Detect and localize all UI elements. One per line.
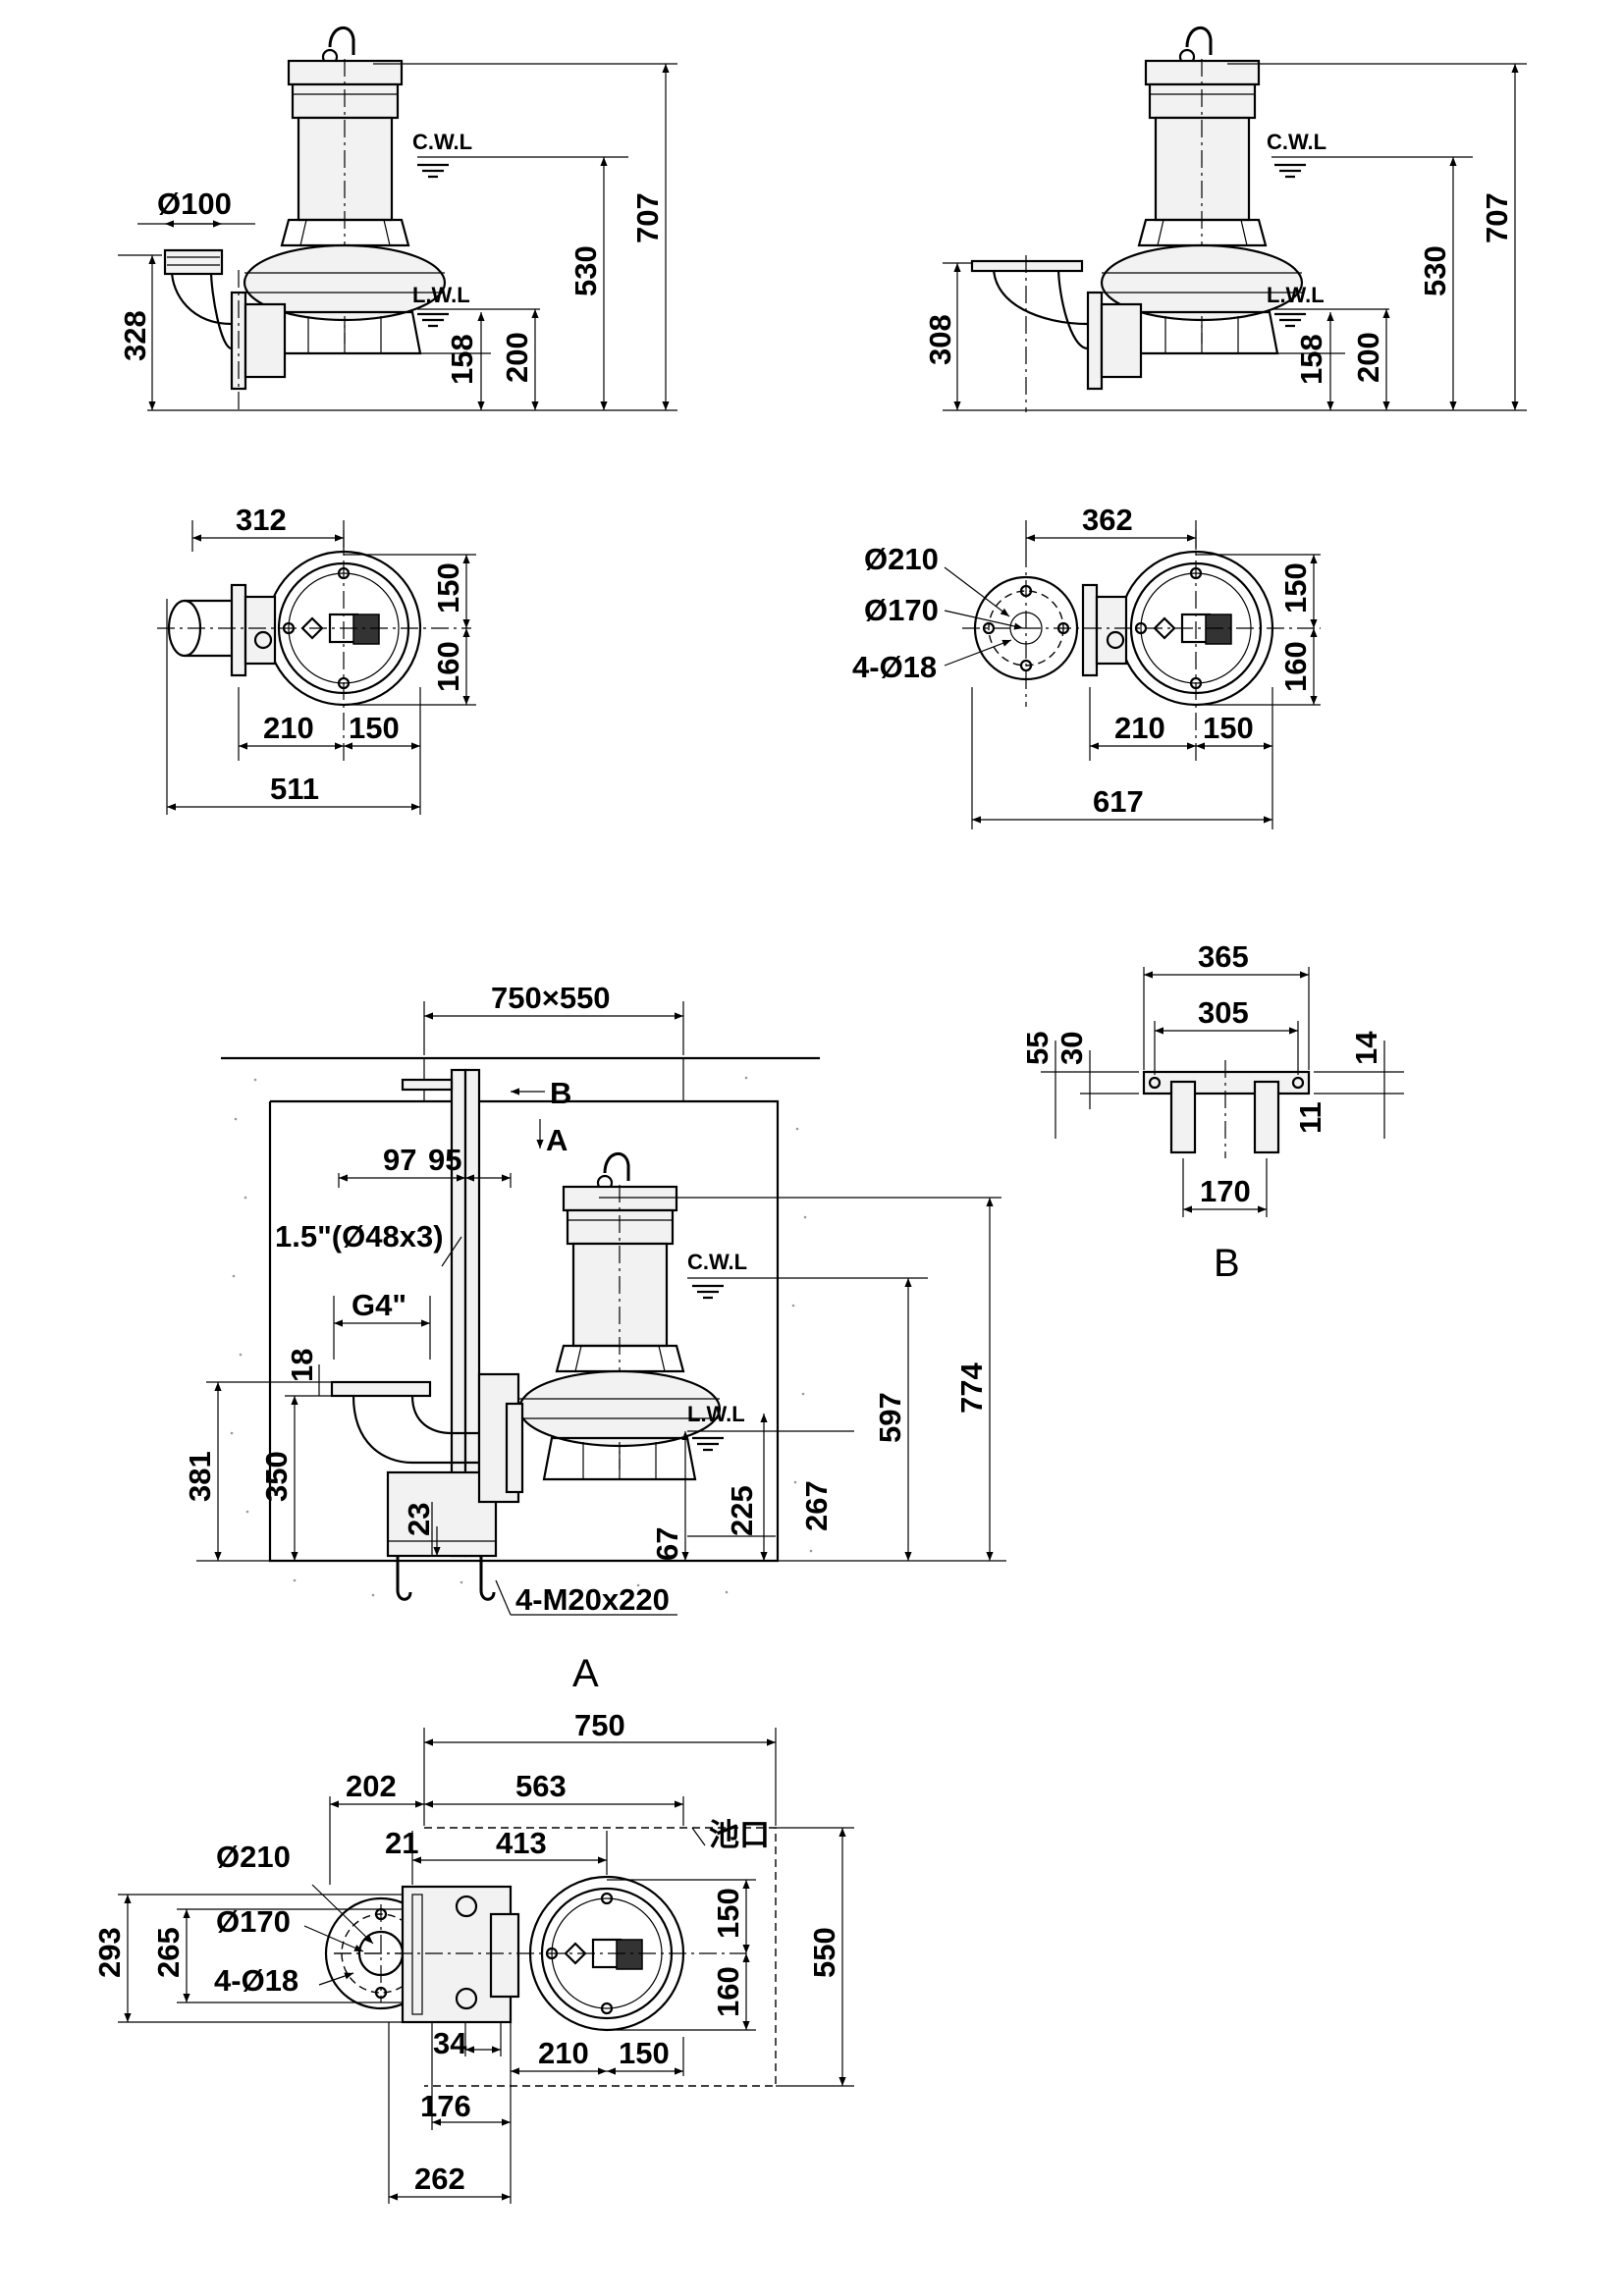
lwl-height-dim-right: 158: [1294, 334, 1328, 385]
plan-a-flange-od: Ø210: [216, 1840, 291, 1874]
cwl-symbol-section: [692, 1284, 724, 1300]
outlet-dia-label-left: Ø100: [157, 187, 232, 221]
section-guide-pipe: 1.5"(Ø48x3): [275, 1219, 444, 1254]
plan-right-bolt-holes: 4-Ø18: [852, 650, 937, 684]
plan-a-dim-160: 160: [711, 1966, 745, 2017]
section-dim-95: 95: [428, 1143, 461, 1177]
plan-a-dim-550: 550: [807, 1927, 841, 1978]
section-dim-67: 67: [650, 1527, 684, 1561]
plan-a-dim-265: 265: [151, 1927, 186, 1978]
detail-b-dim-305: 305: [1198, 995, 1249, 1030]
plan-left-dim-210: 210: [263, 711, 314, 745]
plan-left-dim-312: 312: [236, 503, 287, 537]
detail-b-dim-365: 365: [1198, 939, 1249, 974]
detail-b-dim-170: 170: [1200, 1174, 1251, 1208]
plan-a-dim-21: 21: [385, 1826, 418, 1860]
plan-right-dim-160: 160: [1278, 641, 1313, 692]
detail-b-dim-14: 14: [1349, 1031, 1383, 1065]
section-outlet-thread: G4": [352, 1288, 406, 1322]
lwl-height-dim-left: 158: [445, 334, 479, 385]
plan-a-dim-413: 413: [496, 1826, 547, 1860]
cwl-symbol-right: [1274, 163, 1306, 179]
plan-a-bolt-holes: 4-Ø18: [214, 1963, 298, 1998]
plan-a-dim-563: 563: [515, 1769, 567, 1803]
outlet-height-dim-left: 328: [118, 310, 152, 361]
detail-b-dim-55: 55: [1020, 1032, 1055, 1065]
section-dim-381: 381: [183, 1451, 217, 1502]
plan-a-dim-150: 150: [711, 1888, 745, 1939]
plan-a-pit-opening: 池口: [709, 1818, 770, 1852]
view-a-title: A: [572, 1652, 599, 1695]
plan-right-flange-pcd: Ø170: [864, 593, 939, 627]
cwl-height-dim-left: 530: [568, 245, 603, 296]
section-lwl-label: L.W.L: [687, 1402, 745, 1426]
section-marker-a: A: [546, 1123, 568, 1157]
plan-left-dim-150-upper: 150: [431, 562, 465, 614]
total-height-dim-right: 707: [1480, 192, 1514, 243]
plan-right-flange-od: Ø210: [864, 542, 939, 576]
section-marker-b: B: [550, 1076, 571, 1110]
section-dim-225: 225: [725, 1485, 759, 1536]
plan-right-dim-150-upper: 150: [1278, 562, 1313, 614]
lwl-symbol-section: [692, 1436, 724, 1452]
plan-a-dim-34: 34: [433, 2026, 467, 2060]
plan-right-overall: 617: [1093, 784, 1144, 819]
section-dim-97: 97: [383, 1143, 416, 1177]
view-b-title: B: [1214, 1242, 1240, 1285]
plan-a-view: 750 202 563 21 413 池口 Ø210 Ø170 4-Ø18 29…: [92, 1708, 854, 2204]
section-opening: 750×550: [491, 981, 611, 1015]
cwl-label-left: C.W.L: [412, 130, 472, 154]
cwl-height-dim-right: 530: [1418, 245, 1452, 296]
lwl-label-left: L.W.L: [412, 283, 470, 307]
plan-left-view: 312 150 160 210 150 511: [157, 503, 476, 815]
plan-left-dim-160: 160: [431, 641, 465, 692]
detail-b-dim-11: 11: [1293, 1101, 1327, 1134]
plan-a-dim-210: 210: [538, 2036, 589, 2070]
lwl-symbol-right: [1274, 312, 1306, 328]
section-dim-23: 23: [402, 1503, 436, 1536]
elevation-right-view: C.W.L L.W.L 308 158 200 530 707: [923, 26, 1527, 412]
section-dim-350: 350: [259, 1451, 294, 1502]
concrete-texture: [230, 1076, 813, 1600]
installation-section-view: 750×550 B A 97 95 1.5"(Ø48x3) G4" C.W.L …: [183, 981, 1006, 1695]
section-dim-597: 597: [873, 1392, 907, 1443]
plan-right-dim-210: 210: [1114, 711, 1165, 745]
lwl-label-right: L.W.L: [1267, 283, 1325, 307]
dim-200-left: 200: [500, 332, 534, 383]
detail-b-dim-30: 30: [1055, 1032, 1089, 1065]
plan-a-flange-pcd: Ø170: [216, 1904, 291, 1939]
outlet-height-dim-right: 308: [923, 314, 957, 365]
dim-200-right: 200: [1351, 332, 1385, 383]
plan-left-dim-150-lower: 150: [349, 711, 400, 745]
cwl-symbol-left: [417, 163, 449, 179]
section-cwl-label: C.W.L: [687, 1250, 747, 1274]
plan-right-dim-150-lower: 150: [1203, 711, 1254, 745]
total-height-dim-left: 707: [630, 192, 665, 243]
plan-a-dim-262: 262: [414, 2162, 465, 2196]
plan-a-dim-750: 750: [574, 1708, 625, 1742]
plan-a-dim-202: 202: [346, 1769, 397, 1803]
cwl-label-right: C.W.L: [1267, 130, 1326, 154]
plan-a-dim-150-lower: 150: [619, 2036, 670, 2070]
plan-right-view: 362 Ø210 Ø170 4-Ø18 150 160 210 150 617: [852, 503, 1321, 829]
plan-left-overall: 511: [270, 772, 319, 806]
detail-b-view: 365 305 55 30 14 11 170 B: [1020, 939, 1404, 1285]
section-anchor-bolts: 4-M20x220: [515, 1582, 670, 1617]
section-dim-774: 774: [954, 1362, 989, 1414]
plan-a-dim-176: 176: [420, 2089, 471, 2123]
plan-a-dim-293: 293: [92, 1927, 127, 1978]
elevation-left-view: C.W.L L.W.L Ø100 328 158 200 530 707: [118, 26, 677, 412]
lwl-symbol-left: [417, 312, 449, 328]
section-dim-267: 267: [799, 1480, 834, 1531]
section-dim-18: 18: [285, 1349, 319, 1382]
plan-right-dim-362: 362: [1082, 503, 1133, 537]
